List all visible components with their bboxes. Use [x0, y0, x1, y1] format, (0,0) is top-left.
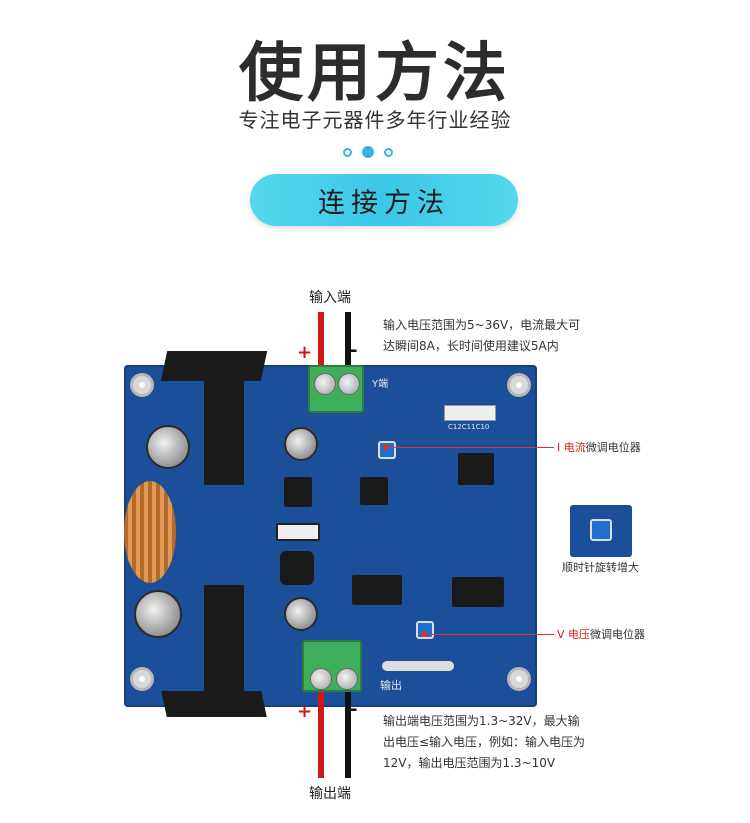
mount-hole: [130, 373, 154, 397]
terminal-screw: [314, 373, 336, 395]
carousel-dot[interactable]: [384, 147, 393, 157]
ic-chip: [360, 477, 388, 505]
carousel-dot-active[interactable]: [362, 146, 374, 158]
page-title: 使用方法: [239, 37, 511, 111]
carousel-dots: [343, 146, 393, 158]
capacitor: [146, 425, 190, 469]
carousel-dot[interactable]: [343, 147, 352, 157]
ic-chip: [284, 477, 312, 507]
current-pot-label: I 电流微调电位器: [557, 437, 641, 458]
input-note-line1: 输入电压范围为5~36V，电流最大可: [383, 318, 581, 332]
heatsink-fins-top: [204, 375, 244, 485]
input-black-wire: [345, 312, 351, 372]
capacitor: [134, 590, 182, 638]
pin-header: [444, 405, 496, 421]
terminal-screw: [336, 668, 358, 690]
output-minus: -: [350, 699, 358, 720]
mount-hole: [130, 667, 154, 691]
current-pot-red: 电流: [563, 441, 586, 454]
output-red-wire: [318, 692, 324, 778]
mount-hole: [507, 373, 531, 397]
ic-chip: [458, 453, 494, 485]
capacitor: [284, 597, 318, 631]
voltage-pot-leader: [424, 634, 554, 635]
output-note: 输出端电压范围为1.3~32V，最大输 出电压≤输入电压，例如：输入电压为 12…: [383, 711, 585, 774]
terminal-screw: [310, 668, 332, 690]
output-note-line1: 输出端电压范围为1.3~32V，最大输: [383, 714, 580, 728]
ic-chip: [352, 575, 402, 605]
current-pot-leader: [386, 447, 554, 448]
current-pot-suffix: 微调电位器: [585, 441, 641, 454]
current-potentiometer[interactable]: [378, 441, 396, 459]
output-black-wire: [345, 692, 351, 778]
input-note: 输入电压范围为5~36V，电流最大可 达瞬间8A，长时间使用建议5A内: [383, 315, 580, 357]
voltage-pot-red: 电压: [568, 628, 591, 641]
cap-labels: C12C11C10: [448, 423, 490, 431]
output-note-line2: 出电压≤输入电压，例如：输入电压为: [383, 735, 586, 749]
mount-hole: [507, 667, 531, 691]
input-note-line2: 达瞬间8A，长时间使用建议5A内: [383, 339, 559, 353]
section-pill: 连接方法: [250, 174, 518, 226]
voltage-pot-prefix: V: [557, 628, 569, 641]
inductor-smd: [280, 551, 314, 585]
input-red-wire: [318, 312, 324, 372]
voltage-pot-label: V 电压微调电位器: [557, 624, 645, 645]
pot-thumbnail-icon: [590, 519, 612, 541]
page-subtitle: 专注电子元器件多年行业经验: [238, 108, 512, 132]
output-plus: +: [297, 701, 313, 722]
input-plus: +: [297, 342, 313, 363]
output-note-line3: 12V，输出电压范围为1.3~10V: [383, 756, 556, 770]
clockwise-note: 顺时针旋转增大: [562, 561, 639, 574]
diode: [276, 523, 320, 541]
input-minus: -: [350, 340, 358, 361]
ic-chip: [452, 577, 504, 607]
pot-thumbnail: [570, 505, 632, 557]
output-side-mark: 输出: [380, 679, 402, 692]
input-label: 输入端: [309, 290, 351, 306]
voltage-pot-suffix: 微调电位器: [590, 628, 646, 641]
input-side-mark: Y端: [372, 379, 389, 390]
current-pot-prefix: I: [557, 441, 564, 454]
pcb-board: C12C11C10 Y端 输出: [124, 351, 537, 717]
inductor-coil: [124, 481, 176, 583]
output-terminal: [302, 640, 362, 692]
input-terminal: [308, 365, 364, 413]
terminal-screw: [338, 373, 360, 395]
current-pot-dot: [383, 444, 389, 450]
capacitor: [284, 427, 318, 461]
jumper-wire: [382, 661, 454, 671]
heatsink-fins-bottom: [204, 585, 244, 695]
voltage-pot-dot: [421, 631, 427, 637]
output-label: 输出端: [309, 786, 351, 802]
